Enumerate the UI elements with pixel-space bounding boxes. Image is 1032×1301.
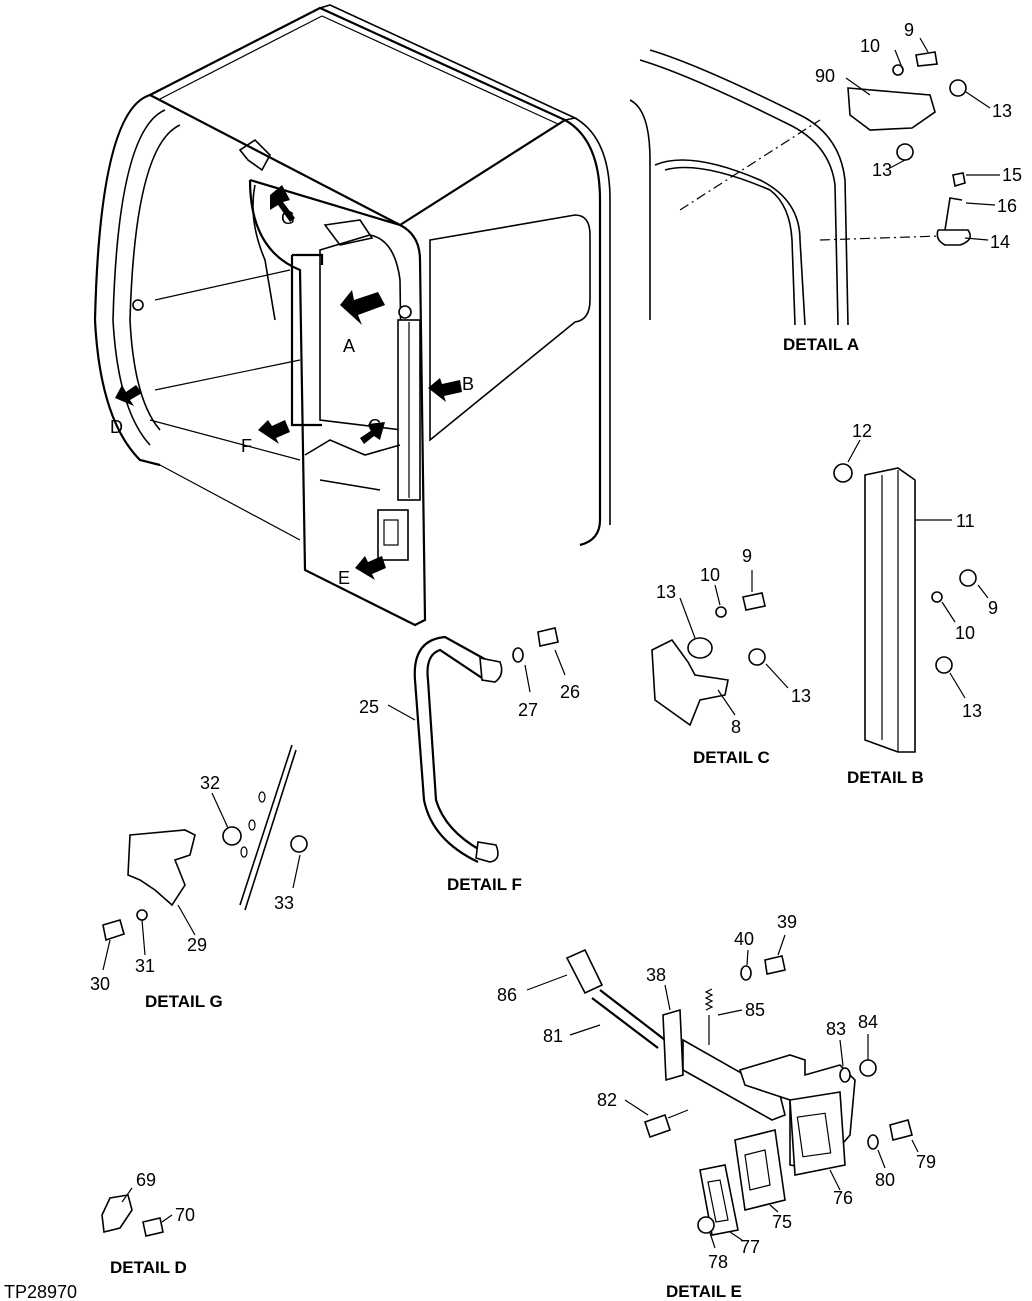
part-label: 9 <box>742 546 752 566</box>
part-label: 78 <box>708 1252 728 1272</box>
part-label: 13 <box>656 582 676 602</box>
detail-e-caption: DETAIL E <box>666 1282 742 1301</box>
part-label: 69 <box>136 1170 156 1190</box>
part-label: 15 <box>1002 165 1022 185</box>
detail-c-caption: DETAIL C <box>693 748 770 767</box>
part-label: 12 <box>852 421 872 441</box>
detail-b-caption: DETAIL B <box>847 768 924 787</box>
callout-g-label: G <box>281 208 295 228</box>
part-label: 76 <box>833 1188 853 1208</box>
part-label: 33 <box>274 893 294 913</box>
part-label: 79 <box>916 1152 936 1172</box>
figure-id: TP28970 <box>4 1282 77 1301</box>
callout-e-label: E <box>338 568 350 588</box>
part-label: 13 <box>992 101 1012 121</box>
part-label: 40 <box>734 929 754 949</box>
part-label: 16 <box>997 196 1017 216</box>
part-label: 90 <box>815 66 835 86</box>
part-label: 13 <box>872 160 892 180</box>
part-label: 29 <box>187 935 207 955</box>
part-label: 26 <box>560 682 580 702</box>
detail-a: 90 10 9 13 13 15 16 14 DETAIL A <box>629 20 1022 354</box>
part-label: 81 <box>543 1026 563 1046</box>
part-label: 10 <box>860 36 880 56</box>
part-label: 77 <box>740 1237 760 1257</box>
callout-d-label: D <box>110 417 123 437</box>
part-label: 80 <box>875 1170 895 1190</box>
part-label: 25 <box>359 697 379 717</box>
detail-c: 10 9 13 13 8 DETAIL C <box>651 546 811 767</box>
callout-b-label: B <box>462 374 474 394</box>
part-label: 8 <box>731 717 741 737</box>
callout-f-label: F <box>241 436 252 456</box>
part-label: 13 <box>791 686 811 706</box>
part-label: 32 <box>200 773 220 793</box>
part-label: 30 <box>90 974 110 994</box>
detail-d-caption: DETAIL D <box>110 1258 187 1277</box>
detail-e: 86 38 40 39 85 81 83 84 82 80 79 76 75 7… <box>497 912 936 1301</box>
part-label: 86 <box>497 985 517 1005</box>
part-label: 9 <box>904 20 914 40</box>
part-label: 27 <box>518 700 538 720</box>
detail-f-caption: DETAIL F <box>447 875 522 894</box>
part-label: 85 <box>745 1000 765 1020</box>
cab-overview <box>93 4 611 627</box>
callout-arrows <box>115 185 462 580</box>
detail-a-caption: DETAIL A <box>783 335 859 354</box>
part-label: 14 <box>990 232 1010 252</box>
part-label: 70 <box>175 1205 195 1225</box>
part-label: 75 <box>772 1212 792 1232</box>
callout-c-label: C <box>368 416 381 436</box>
detail-f: 25 27 26 DETAIL F <box>359 627 580 894</box>
part-label: 82 <box>597 1090 617 1110</box>
part-label: 11 <box>956 511 975 531</box>
part-label: 31 <box>135 956 155 976</box>
callout-a-label: A <box>343 336 355 356</box>
part-label: 9 <box>988 598 998 618</box>
part-label: 84 <box>858 1012 878 1032</box>
part-label: 38 <box>646 965 666 985</box>
part-label: 10 <box>700 565 720 585</box>
callout-labels: A B C D E F G <box>110 208 474 588</box>
detail-g: 32 33 29 30 31 DETAIL G <box>90 744 308 1011</box>
detail-d: 69 70 DETAIL D <box>101 1170 195 1277</box>
part-label: 39 <box>777 912 797 932</box>
part-label: 83 <box>826 1019 846 1039</box>
part-label: 13 <box>962 701 982 721</box>
part-label: 10 <box>955 623 975 643</box>
detail-g-caption: DETAIL G <box>145 992 223 1011</box>
detail-b: 12 11 9 10 13 DETAIL B <box>833 421 998 787</box>
